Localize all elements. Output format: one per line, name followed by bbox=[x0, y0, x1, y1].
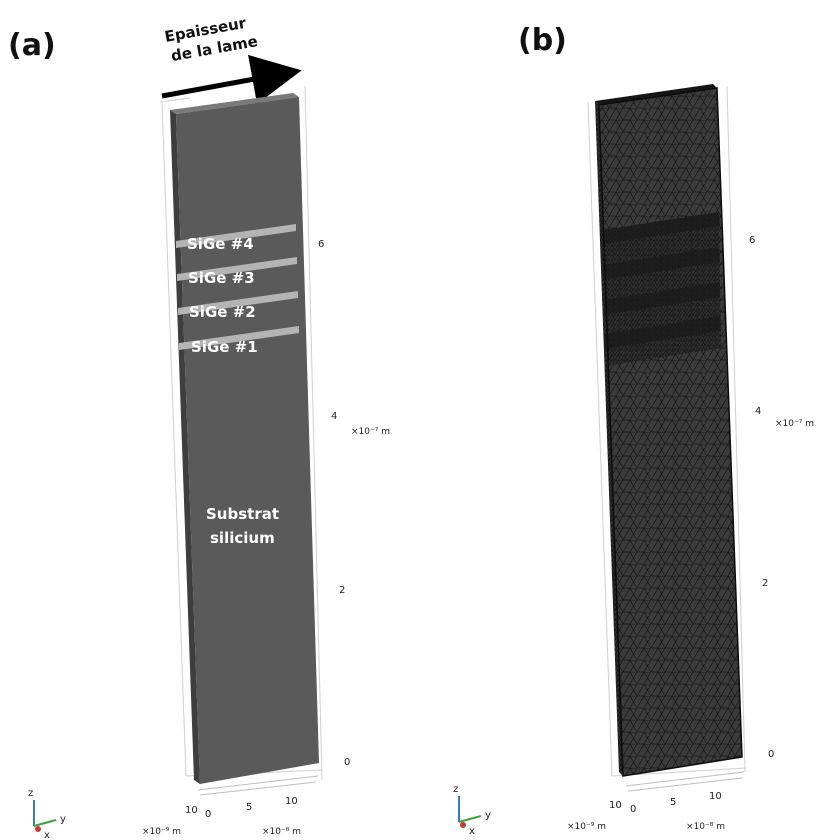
mesh-outline bbox=[598, 87, 743, 777]
z-tick: 4 bbox=[331, 411, 337, 422]
panel-b-bottom-ticks-marks bbox=[625, 771, 745, 792]
triad-z-label: z bbox=[453, 784, 458, 795]
z-tick: 6 bbox=[749, 235, 755, 246]
z-tick: 0 bbox=[768, 749, 774, 760]
sige-label-4: SiGe #4 bbox=[187, 235, 254, 253]
sige-band-3 bbox=[177, 257, 297, 281]
sige-band-2 bbox=[178, 291, 298, 315]
bottom-tick: 10 bbox=[709, 791, 722, 802]
meshed-slab bbox=[595, 84, 743, 777]
panel-b-label: (b) bbox=[518, 23, 567, 58]
sige-band-4 bbox=[176, 224, 296, 248]
mesh-sige-band-3 bbox=[603, 247, 720, 280]
z-unit-label: ×10⁻⁷ m bbox=[775, 419, 814, 429]
triad-z-label: z bbox=[28, 788, 33, 799]
unit-y-label: ×10⁻⁸ m bbox=[686, 822, 725, 832]
unit-y-label: ×10⁻⁸ m bbox=[262, 827, 301, 837]
bottom-tick: 5 bbox=[246, 802, 252, 813]
triad-y-label: y bbox=[485, 810, 491, 821]
panel-a-label: (a) bbox=[8, 28, 56, 63]
slab-top-face bbox=[170, 93, 299, 114]
axis-triad-a: z y x bbox=[28, 788, 66, 840]
mesh-sige-band-2 bbox=[604, 282, 720, 315]
panel-b-z-axis: 6 4 2 0 bbox=[749, 235, 774, 760]
unit-x-label: ×10⁻⁹ m bbox=[142, 827, 181, 837]
panel-a: (a) Epaisseur de la lame bbox=[8, 12, 390, 840]
bottom-tick: 0 bbox=[205, 809, 211, 820]
panel-b: (b) 6 4 2 0 ×10⁻⁷ m bbox=[453, 23, 814, 837]
mesh-sige-band-1 bbox=[604, 316, 721, 349]
sige-label-2: SiGe #2 bbox=[189, 303, 256, 321]
axis-triad-b: z y x bbox=[453, 784, 491, 837]
sige-label-3: SiGe #3 bbox=[188, 269, 255, 287]
triad-x-icon bbox=[35, 826, 41, 832]
triad-y-icon bbox=[33, 819, 57, 827]
bottom-tick: 0 bbox=[630, 804, 636, 815]
triad-x-label: x bbox=[44, 830, 50, 840]
z-tick: 2 bbox=[339, 585, 345, 596]
thickness-arrow bbox=[161, 54, 302, 104]
silicon-slab bbox=[170, 93, 319, 784]
sige-bands bbox=[176, 224, 299, 350]
z-unit-label: ×10⁻⁷ m bbox=[351, 427, 390, 437]
sige-band-1 bbox=[179, 326, 299, 350]
mesh-sige-band-4 bbox=[603, 212, 720, 244]
z-tick: 6 bbox=[318, 239, 324, 250]
sige-label-1: SiGe #1 bbox=[191, 338, 258, 356]
bottom-tick: 10 bbox=[609, 800, 622, 811]
panel-b-bottom-axis: 10 0 5 10 bbox=[609, 791, 722, 815]
panel-a-bottom-ticks-marks bbox=[197, 775, 319, 796]
bottom-tick: 10 bbox=[285, 796, 298, 807]
z-tick: 2 bbox=[762, 578, 768, 589]
triad-y-icon bbox=[458, 815, 482, 823]
z-tick: 4 bbox=[755, 406, 761, 417]
thickness-caption: Epaisseur de la lame bbox=[163, 12, 259, 65]
slab-front-face bbox=[176, 97, 319, 784]
panel-a-bottom-axis: 10 0 5 10 bbox=[185, 796, 298, 820]
mesh-top-face bbox=[595, 84, 717, 105]
substrate-label-line2: silicium bbox=[210, 529, 275, 547]
unit-x-label: ×10⁻⁹ m bbox=[567, 822, 606, 832]
substrate-label-line1: Substrat bbox=[206, 505, 279, 523]
bottom-tick: 5 bbox=[670, 797, 676, 808]
triad-x-icon bbox=[460, 822, 466, 828]
triad-y-label: y bbox=[60, 814, 66, 825]
panel-a-z-axis: 6 4 2 0 bbox=[318, 239, 350, 768]
triad-x-label: x bbox=[469, 826, 475, 837]
z-tick: 0 bbox=[344, 757, 350, 768]
bottom-tick: 10 bbox=[185, 805, 198, 816]
mesh-side-face bbox=[595, 101, 623, 776]
